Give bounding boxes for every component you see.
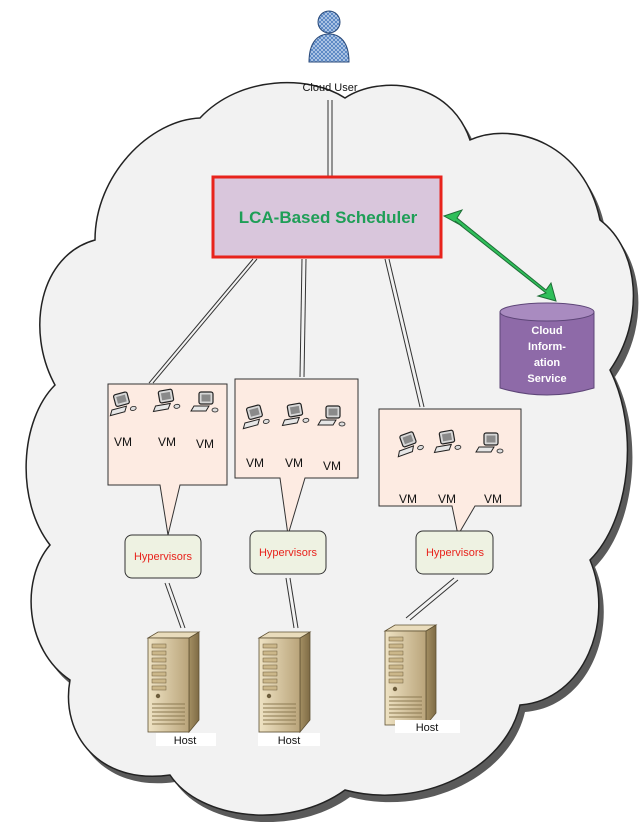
vm-label: VM [484,492,502,506]
host-label-box-1 [156,733,216,746]
vm-label: VM [246,456,264,470]
scheduler-cis-arrow [442,209,557,302]
scheduler-box [211,175,443,259]
vm-label: VM [323,459,341,473]
cloud-user-label: Cloud User [302,82,357,94]
computer-icon [281,402,310,427]
cloud-information-service [499,302,595,396]
server-icon [383,624,438,727]
cis-label-line-1: Cloud [531,325,562,337]
cloud-user-icon [308,10,350,63]
cis-label-line-3: ation [534,357,561,369]
hypervisor-host-connectors [164,577,459,629]
server-icon [146,631,201,734]
hypervisor-label-3: Hypervisors [426,547,485,559]
vm-icons [109,388,504,458]
hypervisor-box-3 [415,530,494,575]
scheduler-vm-connectors [148,258,425,408]
host-label-3: Host [416,722,439,734]
vm-label: VM [399,492,417,506]
host-label-1: Host [174,735,197,747]
vm-label: VM [158,435,176,449]
host-label-box-3 [395,720,460,733]
vm-label: VM [285,456,303,470]
computer-icon [397,431,424,458]
hypervisor-box-2 [249,530,327,575]
vm-label: VM [196,437,214,451]
computer-icon [109,391,137,417]
computer-icon [190,391,219,413]
host-label-2: Host [278,735,301,747]
cis-label-line-2: Inform- [528,341,566,353]
server-icon [257,631,312,734]
hypervisor-label-2: Hypervisors [259,547,318,559]
hypervisor-box-1 [124,534,202,579]
vm-label: VM [438,492,456,506]
host-label-box-2 [258,733,320,746]
hosts [146,624,438,734]
user-scheduler-connector [327,100,333,176]
scheduler-label: LCA-Based Scheduler [239,208,418,227]
computer-icon [433,429,462,454]
hypervisor-label-1: Hypervisors [134,551,193,563]
computer-icon [317,405,346,427]
vm-label: VM [114,435,132,449]
cis-label-line-4: Service [527,373,566,385]
vm-group-1 [107,383,228,536]
computer-icon [475,432,504,454]
computer-icon [242,404,270,430]
computer-icon [152,388,181,413]
